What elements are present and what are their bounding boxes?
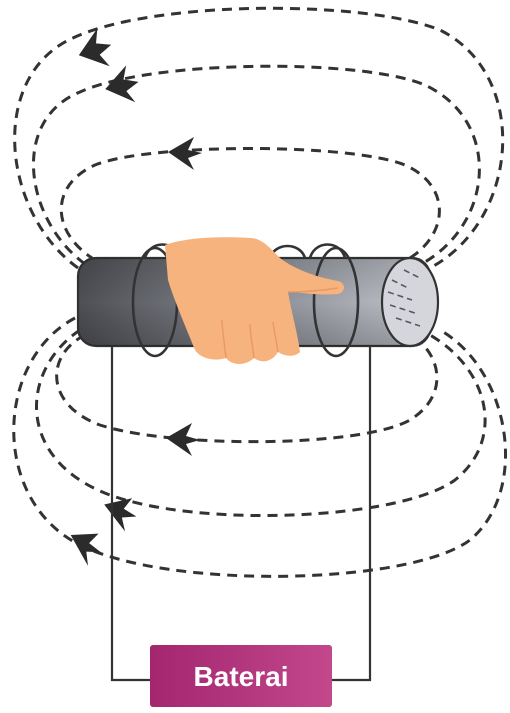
circuit-wires	[110, 342, 372, 682]
battery-body	[150, 645, 332, 707]
hand-thumb-shade	[287, 287, 339, 293]
battery-label: Baterai	[194, 661, 289, 692]
field-line-lower-inner	[55, 333, 439, 444]
wire-left	[110, 342, 150, 682]
lower-field-lines	[12, 316, 508, 578]
upper-field-lines	[13, 6, 505, 270]
core-end-face	[380, 256, 440, 348]
right-hand-grip-icon	[165, 237, 344, 364]
arrowhead-left-icon	[105, 65, 139, 103]
arrowhead-left-icon	[78, 28, 112, 67]
field-line-upper-outer	[13, 6, 505, 270]
arrowhead-left-icon	[70, 533, 101, 566]
arrowhead-left-icon	[166, 423, 200, 456]
coil-loop-5	[308, 243, 347, 259]
field-line-lower-middle	[35, 328, 487, 517]
hand-finger-creases	[221, 319, 279, 359]
field-line-upper-inner	[59, 147, 441, 262]
field-line-lower-outer	[12, 316, 508, 578]
battery: Baterai	[150, 645, 332, 707]
core-face-hatching	[387, 269, 421, 327]
arrowhead-left-icon	[168, 137, 202, 170]
field-line-upper-middle	[32, 64, 481, 266]
wire-right	[332, 342, 372, 682]
hand-palm	[165, 237, 344, 364]
